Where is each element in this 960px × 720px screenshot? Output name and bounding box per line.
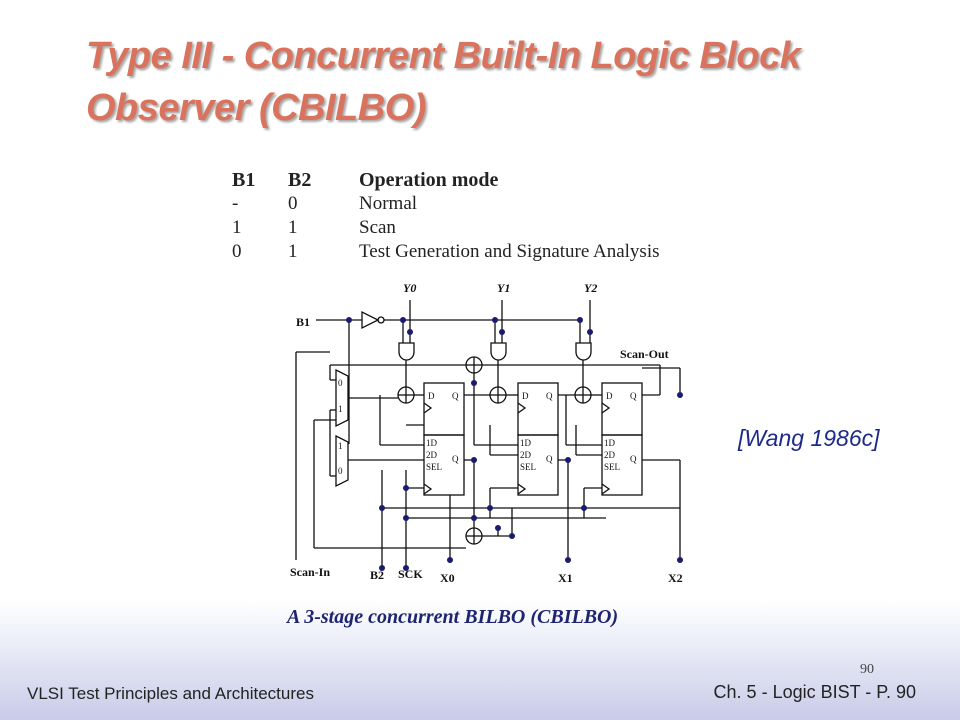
ff2-q-label: Q <box>630 391 637 401</box>
ff2-sel-label: SEL <box>604 462 620 472</box>
b2-label: B2 <box>370 568 384 582</box>
ff0-sel-label: SEL <box>426 462 442 472</box>
cell-b1: 1 <box>232 217 242 238</box>
cell-b2: 1 <box>288 217 298 238</box>
ff0-2d-label: 2D <box>426 450 438 460</box>
slide-title: Type III - Concurrent Built-In Logic Blo… <box>86 35 801 129</box>
mux-top-input-1-label: 1 <box>338 404 343 414</box>
ff2-2d-label: 2D <box>604 450 616 460</box>
footer-band <box>0 600 960 720</box>
footer-chapter-page: Ch. 5 - Logic BIST - P. 90 <box>713 682 916 702</box>
ff0-q2-label: Q <box>452 454 459 464</box>
sck-label: SCK <box>398 567 423 581</box>
ff0-q-label: Q <box>452 391 459 401</box>
ff1-q-label: Q <box>546 391 553 401</box>
cell-mode: Scan <box>359 217 396 238</box>
footer-course-title: VLSI Test Principles and Architectures <box>27 684 314 703</box>
ff1-sel-label: SEL <box>520 462 536 472</box>
header-mode: Operation mode <box>359 169 499 191</box>
cell-b2: 1 <box>288 241 298 262</box>
scan-in-label: Scan-In <box>290 565 330 579</box>
y1-label: Y1 <box>497 281 510 295</box>
cell-b1: 0 <box>232 241 242 262</box>
ff2-d-label: D <box>606 391 613 401</box>
cell-mode: Test Generation and Signature Analysis <box>359 241 660 262</box>
ff1-1d-label: 1D <box>520 438 532 448</box>
ff1-d-label: D <box>522 391 529 401</box>
header-b2: B2 <box>288 169 312 191</box>
y0-label: Y0 <box>403 281 416 295</box>
x2-label: X2 <box>668 571 683 585</box>
ff0-d-label: D <box>428 391 435 401</box>
ff2-1d-label: 1D <box>604 438 616 448</box>
cell-mode: Normal <box>359 193 418 214</box>
ff0-1d-label: 1D <box>426 438 438 448</box>
mux-bottom-input-1-label: 1 <box>338 441 343 451</box>
scan-out-label: Scan-Out <box>620 347 669 361</box>
figure-caption: A 3-stage concurrent BILBO (CBILBO) <box>287 606 619 628</box>
cell-b1: - <box>232 193 239 214</box>
x1-label: X1 <box>558 571 573 585</box>
mux-top-input-0-label: 0 <box>338 378 343 388</box>
x0-label: X0 <box>440 571 455 585</box>
header-b1: B1 <box>232 169 256 191</box>
b1-label: B1 <box>296 315 310 329</box>
ff1-2d-label: 2D <box>520 450 532 460</box>
ff2-q2-label: Q <box>630 454 637 464</box>
page-number-small: 90 <box>860 662 874 677</box>
y2-label: Y2 <box>584 281 597 295</box>
citation: [Wang 1986c] <box>738 425 880 451</box>
cell-b2: 0 <box>288 193 298 214</box>
ff1-q2-label: Q <box>546 454 553 464</box>
mux-bottom-input-0-label: 0 <box>338 466 343 476</box>
